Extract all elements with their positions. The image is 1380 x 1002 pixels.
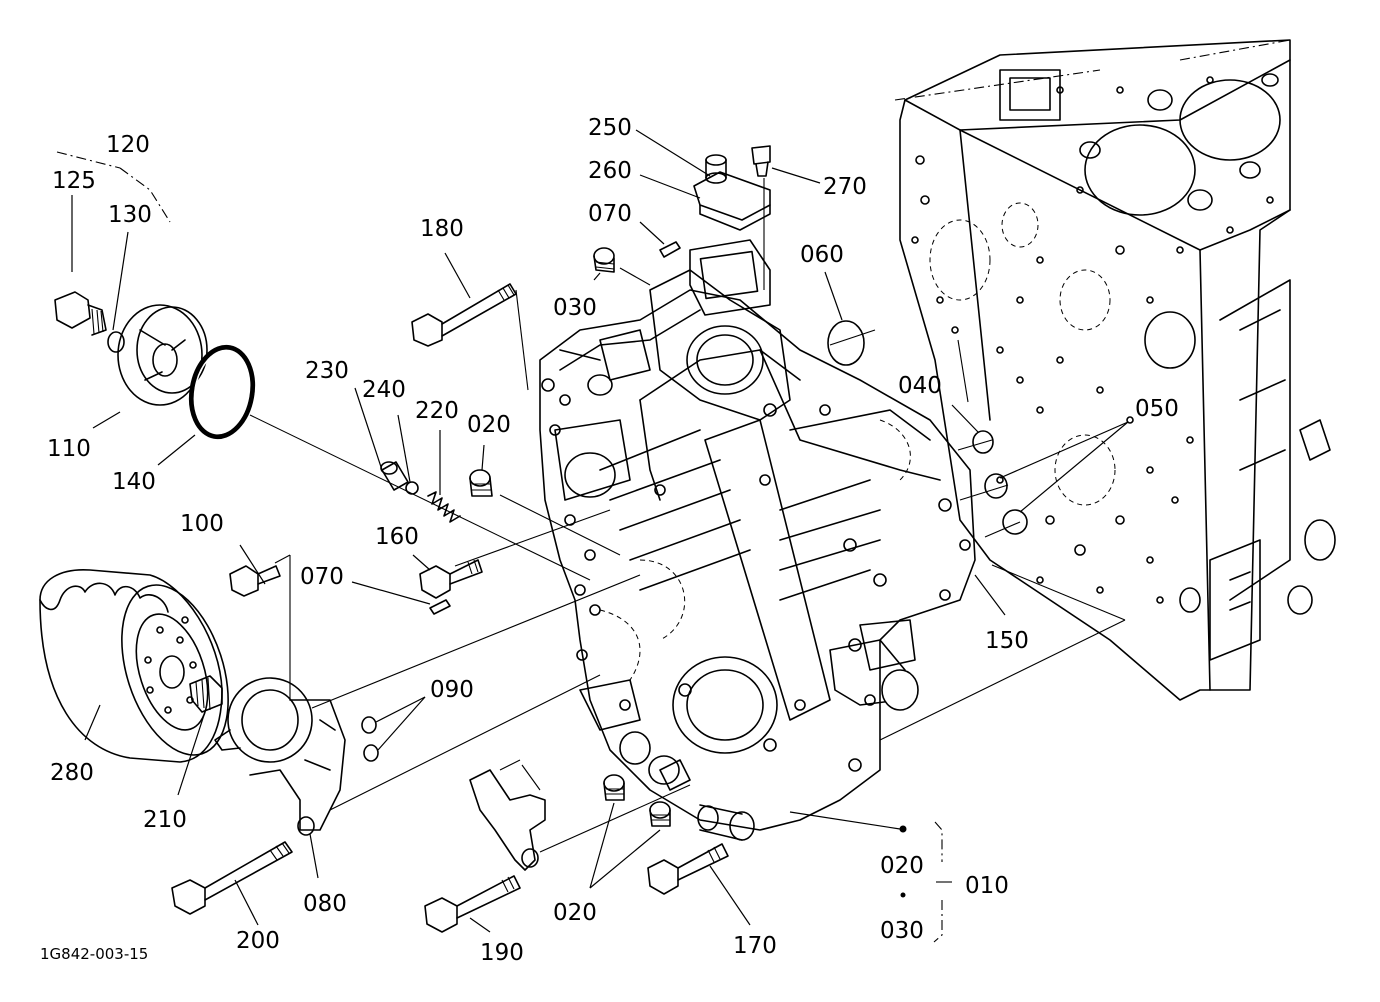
part-270-bolt [751,145,771,177]
part-220-spring [427,491,461,523]
part-100-bolt [229,565,281,597]
label-070-lower: 070 [300,564,344,590]
label-220: 220 [415,398,459,424]
label-170: 170 [733,933,777,959]
label-280: 280 [50,760,94,786]
label-190: 190 [480,940,524,966]
part-030-plug [593,247,615,273]
part-060-o-ring [827,320,865,366]
label-030-top: 030 [553,295,597,321]
label-020-lower: 020 [553,900,597,926]
part-230-valve [380,461,409,491]
oil-filter-base [214,677,346,836]
engine-block [894,39,1336,701]
part-130-o-ring [107,331,125,353]
part-125-plug-bolt [54,291,107,336]
label-060: 060 [800,242,844,268]
label-130: 130 [108,202,152,228]
label-080: 080 [303,891,347,917]
label-180: 180 [420,216,464,242]
label-260: 260 [588,158,632,184]
marker-dot-020 [899,825,907,833]
part-140-gasket-ring [188,344,256,440]
part-050-o-ring-b [1002,509,1028,535]
part-090-o-ring-a [361,716,377,734]
part-labels: 120 125 130 110 140 180 250 260 270 070 … [40,115,1179,966]
label-140: 140 [112,469,156,495]
label-120: 120 [106,132,150,158]
part-020-plug-b [603,774,625,801]
part-070-pin-lower [429,599,451,615]
label-250: 250 [588,115,632,141]
label-160: 160 [375,524,419,550]
label-270: 270 [823,174,867,200]
part-020-plug-a [469,469,493,497]
gear-case [539,239,976,841]
marker-dot-030 [900,892,906,898]
label-010: 010 [965,873,1009,899]
part-070-pin [659,241,681,258]
label-125: 125 [52,168,96,194]
label-240: 240 [362,377,406,403]
label-150: 150 [985,628,1029,654]
part-020-plug-c [649,801,671,827]
label-230: 230 [305,358,349,384]
part-040-o-ring [972,430,994,454]
label-090: 090 [430,677,474,703]
part-160-bolt [419,559,483,599]
label-110: 110 [47,436,91,462]
label-020-top: 020 [467,412,511,438]
part-170-bolt [647,843,729,895]
part-280-oil-filter [39,569,229,763]
label-070-top: 070 [588,201,632,227]
part-260-flange [693,171,771,231]
drawing-code: 1G842-003-15 [40,945,148,963]
label-200: 200 [236,928,280,954]
label-040: 040 [898,373,942,399]
leader-lines [56,129,1129,943]
part-200-bolt [171,841,293,915]
part-180-bolt [411,283,517,347]
part-110-cover [117,304,208,406]
part-190-bolt [424,875,521,933]
label-020-assembly: 020 [880,853,924,879]
part-050-o-ring-a [984,473,1008,499]
label-210: 210 [143,807,187,833]
label-100: 100 [180,511,224,537]
label-030-assembly: 030 [880,918,924,944]
part-210-nipple [189,675,223,713]
part-090-o-ring-b [363,744,379,762]
part-240-ball [405,481,419,495]
mount-bracket [469,759,546,871]
label-050: 050 [1135,396,1179,422]
